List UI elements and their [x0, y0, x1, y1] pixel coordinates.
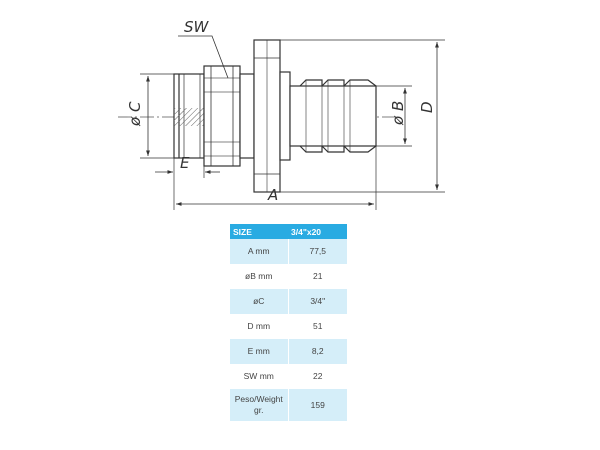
table-row: D mm 51 [230, 314, 347, 339]
row-value: 159 [288, 389, 347, 421]
row-value: 77,5 [288, 239, 347, 264]
row-value: 51 [288, 314, 347, 339]
row-value: 3/4" [288, 289, 347, 314]
row-label: D mm [230, 314, 289, 339]
e-dimension-label: E [180, 154, 190, 172]
table-row: øC 3/4" [230, 289, 347, 314]
swivel-flange [239, 39, 281, 193]
table-row: Peso/Weight gr. 159 [230, 389, 347, 421]
row-value: 21 [288, 264, 347, 289]
a-dimension-label: A [267, 186, 278, 204]
extension-lines [140, 39, 445, 210]
d-dimension-label: D [418, 101, 436, 113]
specification-table: SIZE 3/4"x20 A mm 77,5 øB mm 21 øC 3/4" … [230, 224, 347, 421]
hex-nut [203, 65, 241, 167]
threaded-end [173, 73, 205, 159]
hose-tail [289, 79, 377, 153]
table-header-row: SIZE 3/4"x20 [230, 224, 347, 239]
row-label: A mm [230, 239, 289, 264]
shoulder [279, 71, 291, 161]
row-label: E mm [230, 339, 289, 364]
row-label: øB mm [230, 264, 289, 289]
table-row: E mm 8,2 [230, 339, 347, 364]
sw-dimension-label: SW [184, 18, 210, 36]
size-header-value: 3/4"x20 [288, 224, 347, 239]
table-row: SW mm 22 [230, 364, 347, 389]
fitting-technical-drawing: SW ø C ø B D E A [118, 18, 445, 210]
dimension-lines [146, 35, 439, 206]
b-dimension-label: ø B [389, 101, 407, 126]
size-header-label: SIZE [230, 224, 288, 239]
row-label: SW mm [230, 364, 289, 389]
table-row: A mm 77,5 [230, 239, 347, 264]
row-value: 8,2 [288, 339, 347, 364]
c-dimension-label: ø C [126, 101, 144, 127]
row-label: Peso/Weight gr. [230, 389, 289, 421]
row-label: øC [230, 289, 289, 314]
table-row: øB mm 21 [230, 264, 347, 289]
row-value: 22 [288, 364, 347, 389]
